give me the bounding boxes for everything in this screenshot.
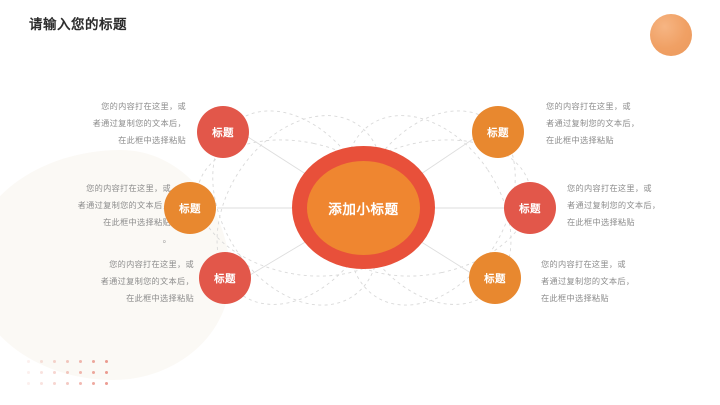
text-line: 您的内容打在这里，或: [109, 260, 194, 269]
center-node-label: 添加小标题: [328, 201, 399, 217]
text-line: 者通过复制您的文本后，: [546, 119, 640, 128]
text-line: 者通过复制您的文本后，: [567, 201, 661, 210]
grid-dot: [66, 360, 69, 363]
grid-dot: [79, 360, 82, 363]
spoke-top-left: [247, 136, 313, 179]
grid-dot: [92, 360, 95, 363]
spoke-bottom-right: [414, 237, 475, 276]
text-line: 您的内容打在这里，或: [86, 184, 171, 193]
text-line: 在此框中选择粘贴: [103, 218, 171, 227]
spoke-top-right: [414, 136, 477, 179]
grid-dot: [105, 360, 108, 363]
grid-dot: [27, 371, 30, 374]
grid-dot: [40, 360, 43, 363]
node-middle-left-label: 标题: [179, 202, 201, 215]
node-bottom-left[interactable]: 标题: [199, 252, 251, 304]
node-bottom-right-label: 标题: [484, 272, 506, 285]
text-line: 在此框中选择粘贴: [567, 218, 635, 227]
grid-dot: [27, 360, 30, 363]
text-line: 者通过复制您的文本后，: [541, 277, 635, 286]
grid-dot: [66, 382, 69, 385]
grid-dot: [79, 371, 82, 374]
text-line: 在此框中选择粘贴: [541, 294, 609, 303]
text-line: 在此框中选择粘贴: [118, 136, 186, 145]
grid-dot: [40, 382, 43, 385]
center-node-inner: 添加小标题: [307, 160, 420, 255]
grid-dot: [92, 382, 95, 385]
node-top-left-label: 标题: [212, 126, 234, 139]
text-block-middle-right[interactable]: 您的内容打在这里，或 者通过复制您的文本后， 在此框中选择粘贴: [567, 180, 660, 231]
text-block-top-right[interactable]: 您的内容打在这里，或 者通过复制您的文本后， 在此框中选择粘贴: [546, 98, 639, 149]
center-node[interactable]: 添加小标题: [292, 146, 435, 269]
text-line: 者通过复制您的文本后，: [77, 201, 171, 210]
dot-grid-row: [22, 367, 113, 378]
text-line: 您的内容打在这里，或: [541, 260, 626, 269]
grid-dot: [92, 371, 95, 374]
text-block-bottom-right[interactable]: 您的内容打在这里，或 者通过复制您的文本后， 在此框中选择粘贴: [541, 256, 634, 307]
grid-dot: [105, 371, 108, 374]
grid-dot: [66, 371, 69, 374]
grid-dot: [79, 382, 82, 385]
text-line: 您的内容打在这里，或: [101, 102, 186, 111]
node-middle-right-label: 标题: [519, 202, 541, 215]
page-title: 请输入您的标题: [29, 17, 127, 32]
decorative-dot-grid: [22, 356, 113, 389]
text-line: 。: [162, 235, 171, 244]
node-middle-left[interactable]: 标题: [164, 182, 216, 234]
text-block-middle-left[interactable]: 您的内容打在这里，或 者通过复制您的文本后， 在此框中选择粘贴 。: [78, 180, 171, 248]
grid-dot: [53, 371, 56, 374]
node-bottom-left-label: 标题: [214, 272, 236, 285]
node-middle-right[interactable]: 标题: [504, 182, 556, 234]
text-line: 您的内容打在这里，或: [567, 184, 652, 193]
node-top-right-label: 标题: [487, 126, 509, 139]
node-top-right[interactable]: 标题: [472, 106, 524, 158]
spoke-bottom-left: [249, 237, 313, 276]
text-line: 您的内容打在这里，或: [546, 102, 631, 111]
grid-dot: [40, 371, 43, 374]
text-block-bottom-left[interactable]: 您的内容打在这里，或 者通过复制您的文本后， 在此框中选择粘贴: [101, 256, 194, 307]
text-line: 在此框中选择粘贴: [126, 294, 194, 303]
node-bottom-right[interactable]: 标题: [469, 252, 521, 304]
text-block-top-left[interactable]: 您的内容打在这里，或 者通过复制您的文本后， 在此框中选择粘贴: [93, 98, 186, 149]
text-line: 者通过复制您的文本后，: [92, 119, 186, 128]
text-line: 在此框中选择粘贴: [546, 136, 614, 145]
dot-grid-row: [22, 356, 113, 367]
decorative-corner-circle: [650, 14, 692, 56]
grid-dot: [27, 382, 30, 385]
node-top-left[interactable]: 标题: [197, 106, 249, 158]
grid-dot: [53, 382, 56, 385]
text-line: 者通过复制您的文本后，: [100, 277, 194, 286]
grid-dot: [53, 360, 56, 363]
dot-grid-row: [22, 378, 113, 389]
grid-dot: [105, 382, 108, 385]
